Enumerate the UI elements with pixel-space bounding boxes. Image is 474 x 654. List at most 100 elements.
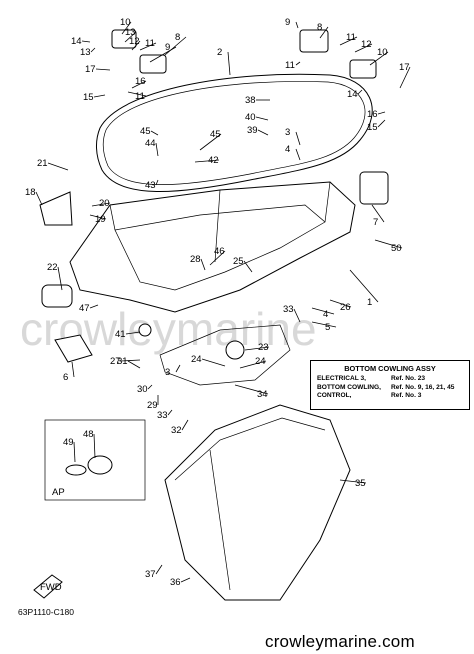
part-callout: 22: [47, 262, 58, 273]
part-callout: 47: [79, 303, 90, 314]
assembly-title: BOTTOM COWLING ASSY: [344, 364, 436, 373]
leader-line: [257, 129, 269, 136]
assembly-row: CONTROL, Ref. No. 3: [311, 392, 469, 401]
part-callout: 16: [367, 109, 378, 120]
part-callout: 15: [83, 92, 94, 103]
part-callout: 37: [145, 569, 156, 580]
part-callout: 17: [85, 64, 96, 75]
leader-line: [47, 162, 69, 171]
hose-clamp: [87, 455, 113, 475]
fwd-label: FWD: [40, 582, 62, 593]
leader-line: [181, 419, 189, 431]
part-callout: 42: [208, 155, 219, 166]
cowling-rim: [109, 181, 331, 263]
part-callout: 16: [135, 76, 146, 87]
part-callout: 27: [110, 356, 121, 367]
part-callout: 49: [63, 437, 74, 448]
part-callout: 13: [125, 27, 136, 38]
grommet-23: [225, 340, 245, 360]
part-callout: 30: [137, 384, 148, 395]
site-url[interactable]: crowleymarine.com: [265, 632, 415, 651]
part-callout: 33: [157, 410, 168, 421]
part-callout: 19: [95, 214, 106, 225]
leader-line: [127, 91, 147, 97]
part-callout: 9: [165, 42, 170, 53]
assembly-row: ELECTRICAL 3, Ref. No. 23: [311, 375, 469, 384]
part-callout: 6: [63, 372, 68, 383]
leader-line: [131, 40, 141, 51]
leader-line: [295, 61, 301, 66]
inset-box: [44, 419, 146, 501]
leader-line: [349, 269, 379, 303]
leader-line: [131, 80, 147, 89]
assembly-row-ref: Ref. No. 9, 16, 21, 45: [391, 383, 455, 391]
part-callout: 24: [191, 354, 202, 365]
leader-line: [200, 258, 206, 271]
part-callout: 31: [117, 356, 128, 367]
lock-lever-left: [139, 54, 167, 74]
leader-line: [371, 204, 385, 223]
leader-line: [155, 142, 159, 157]
part-callout: 9: [285, 17, 290, 28]
leader-line: [244, 346, 270, 351]
leader-line: [121, 21, 132, 35]
leader-line: [329, 299, 352, 308]
leader-line: [339, 36, 358, 46]
part-callout: 44: [145, 138, 156, 149]
part-callout: 10: [377, 47, 388, 58]
part-callout: 48: [83, 429, 94, 440]
seal-ring-inner: [102, 81, 366, 185]
leader-line: [155, 564, 163, 575]
leader-line: [81, 40, 91, 43]
leader-line: [125, 331, 141, 335]
part-callout: 33: [283, 304, 294, 315]
leader-line: [139, 42, 157, 51]
leader-line: [95, 68, 111, 71]
leader-line: [124, 31, 137, 43]
leader-line: [91, 202, 111, 207]
leader-line: [369, 51, 389, 66]
assembly-row-name: ELECTRICAL 3,: [317, 375, 366, 382]
part-callout: 35: [355, 478, 366, 489]
part-callout: 46: [214, 246, 225, 257]
leader-line: [73, 441, 76, 463]
band: [65, 464, 87, 476]
part-callout: 45: [210, 129, 221, 140]
part-callout: 29: [147, 400, 158, 411]
part-callout: 7: [373, 217, 378, 228]
front-cover: [54, 334, 93, 363]
part-callout: 8: [317, 22, 322, 33]
side-bracket-left: [39, 191, 73, 226]
leader-line: [239, 360, 267, 369]
assembly-row: BOTTOM COWLING, Ref. No. 9, 16, 21, 45: [311, 384, 469, 393]
assembly-reference-box: BOTTOM COWLING ASSY ELECTRICAL 3, Ref. N…: [310, 360, 470, 410]
leader-line: [209, 250, 226, 266]
assembly-row-name: CONTROL,: [317, 392, 352, 399]
leader-line: [71, 361, 75, 378]
part-callout: 36: [170, 577, 181, 588]
leader-line: [255, 116, 269, 121]
diagram-code: 63P1110-C180: [18, 607, 74, 617]
part-callout: 12: [361, 39, 372, 50]
leader-line: [155, 179, 159, 186]
leader-line: [295, 131, 301, 146]
part-callout: 14: [347, 89, 358, 100]
part-callout: 11: [346, 32, 356, 43]
part-callout: 1: [367, 297, 372, 308]
part-callout: 15: [367, 122, 378, 133]
leader-line: [90, 47, 96, 53]
part-callout: 20: [99, 198, 110, 209]
part-callout: 38: [245, 95, 256, 106]
part-callout: 45: [140, 126, 151, 137]
leader-line: [127, 360, 141, 369]
leader-line: [57, 266, 63, 291]
inset-label: AP: [52, 487, 65, 498]
leader-line: [194, 159, 220, 163]
apron-edge: [174, 417, 326, 591]
part-callout: 5: [325, 322, 330, 333]
leader-line: [167, 409, 173, 416]
leader-line: [164, 36, 187, 56]
leader-line: [295, 148, 301, 161]
